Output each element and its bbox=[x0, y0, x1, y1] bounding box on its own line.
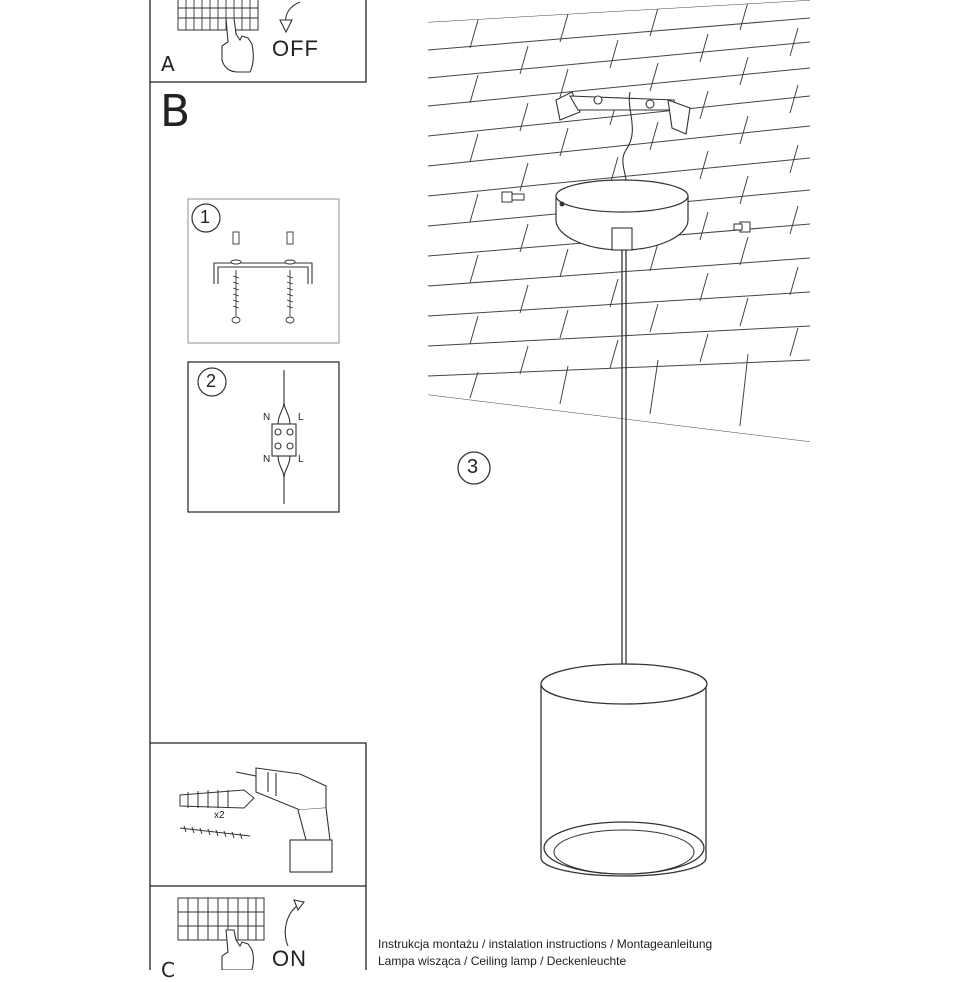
step-3-number: 3 bbox=[467, 456, 479, 478]
wire-connector-icon bbox=[271, 370, 297, 504]
wire-neutral-label-bottom: N bbox=[263, 454, 271, 465]
hand-icon bbox=[221, 929, 255, 970]
pendant-lamp-icon bbox=[501, 91, 751, 877]
panel-a-letter: A bbox=[161, 52, 175, 76]
ceiling-bricks bbox=[428, 0, 810, 442]
step-2-number: 2 bbox=[206, 371, 217, 391]
screw-icon bbox=[501, 191, 751, 233]
quantity-label: x2 bbox=[214, 810, 225, 821]
step-1-diagram bbox=[187, 198, 340, 344]
breaker-panel-icon bbox=[177, 0, 259, 31]
panel-b-letter: B bbox=[160, 86, 191, 137]
wire-neutral-label-top: N bbox=[263, 412, 271, 423]
rotate-arrow-icon bbox=[284, 899, 305, 947]
caption-line-2: Lampa wisząca / Ceiling lamp / Deckenleu… bbox=[378, 954, 627, 968]
ceiling-bracket bbox=[555, 91, 691, 135]
switch-on-label: ON bbox=[272, 946, 307, 971]
step-1-number: 1 bbox=[200, 207, 211, 227]
breaker-panel-icon bbox=[177, 897, 265, 941]
wall-plug-icon bbox=[179, 789, 255, 840]
wire-live-label-bottom: L bbox=[298, 454, 304, 465]
hand-icon bbox=[221, 17, 254, 73]
switch-off-label: OFF bbox=[272, 36, 319, 61]
caption-line-1: Instrukcja montażu / instalation instruc… bbox=[378, 937, 713, 951]
wire-live-label-top: L bbox=[298, 412, 304, 423]
step-2-diagram bbox=[187, 361, 340, 513]
screw-icon bbox=[230, 231, 296, 324]
drill-icon bbox=[235, 767, 333, 873]
mounting-bracket-icon bbox=[213, 262, 313, 284]
panel-frames bbox=[149, 0, 367, 970]
rotate-arrow-icon bbox=[279, 1, 301, 34]
panel-c-letter: C bbox=[161, 958, 175, 982]
